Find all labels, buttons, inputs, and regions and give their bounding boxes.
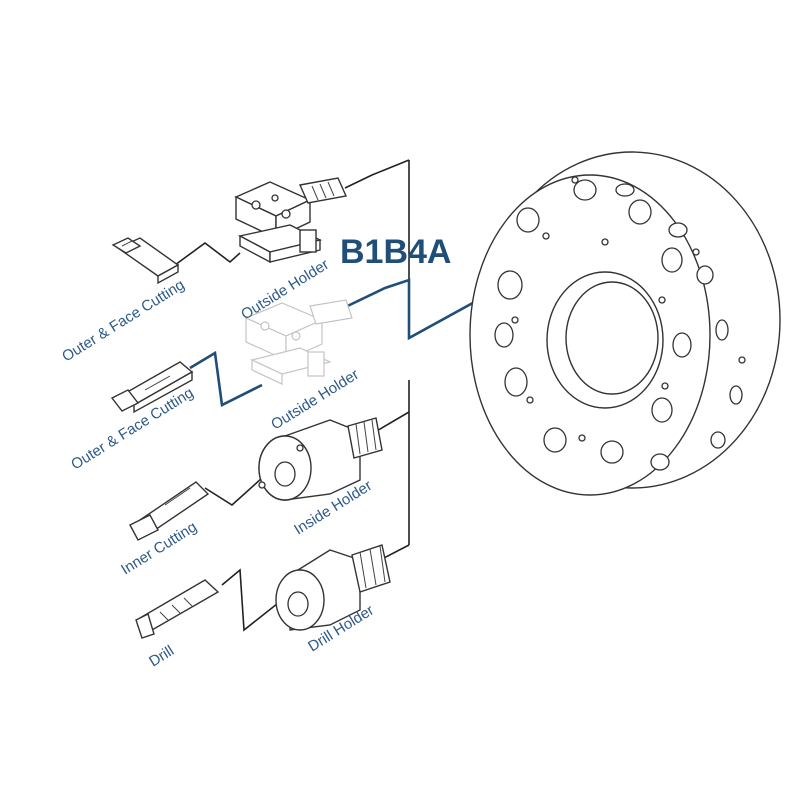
- disc-hole-selected: [497, 270, 523, 300]
- selected-path: [189, 278, 501, 407]
- tool-label-4: Drill: [146, 642, 177, 670]
- drill-tool[interactable]: [135, 579, 220, 639]
- outer-face-cutting-tool-2[interactable]: [110, 361, 194, 414]
- connector-tool-4: [221, 568, 283, 632]
- connector-lines: [174, 159, 410, 632]
- tool-label-1: Outer & Face Cutting: [59, 276, 188, 365]
- outside-holder-1[interactable]: [234, 177, 348, 264]
- selected-path-tool: [189, 350, 263, 407]
- outside-holder-2[interactable]: [244, 299, 353, 385]
- inside-holder[interactable]: [258, 417, 383, 501]
- connector-inside-holder: [374, 411, 410, 433]
- inner-cutting-tool[interactable]: [129, 481, 210, 541]
- selected-path-holder: [334, 278, 501, 341]
- connector-tool-1: [174, 242, 241, 266]
- connector-outside-holder-1: [344, 159, 410, 189]
- connector-tool-3: [204, 477, 263, 506]
- title-label: B1B4A: [340, 233, 451, 271]
- drill-holder[interactable]: [275, 544, 391, 631]
- outer-face-cutting-tool-1[interactable]: [111, 237, 180, 285]
- tool-disc[interactable]: [469, 151, 781, 496]
